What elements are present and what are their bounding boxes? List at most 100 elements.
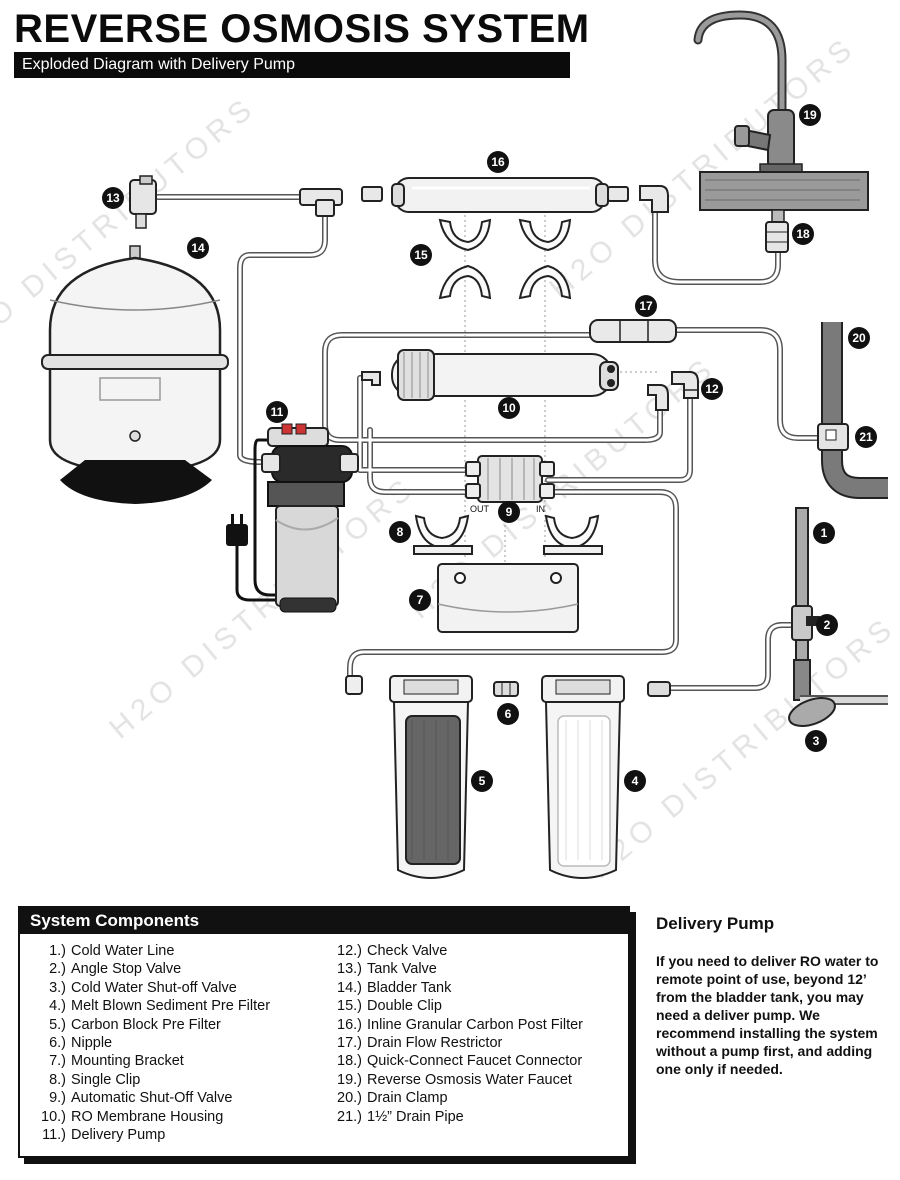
badge-12: 12 [701, 378, 723, 400]
legend-item: 11.) Delivery Pump [30, 1126, 326, 1144]
legend-item: 8.) Single Clip [30, 1071, 326, 1089]
svg-text:21: 21 [859, 430, 873, 444]
valve-in-label: IN [536, 504, 545, 514]
legend-item-number: 4.) [49, 998, 66, 1015]
svg-text:15: 15 [414, 248, 428, 262]
legend-item-number: 11.) [42, 1127, 66, 1144]
svg-text:7: 7 [417, 593, 424, 607]
cold-water-assembly [788, 507, 888, 727]
badge-11: 11 [266, 401, 288, 423]
badge-17: 17 [635, 295, 657, 317]
svg-text:11: 11 [271, 405, 284, 419]
tank-valve [129, 175, 157, 229]
badge-2: 2 [816, 614, 838, 636]
svg-text:3: 3 [813, 734, 820, 748]
legend-item-number: 3.) [49, 979, 66, 996]
mounting-bracket [437, 563, 579, 633]
legend-item-name: 1½” Drain Pipe [367, 1108, 464, 1125]
legend-item-number: 8.) [49, 1071, 66, 1088]
badge-13: 13 [102, 187, 124, 209]
svg-text:13: 13 [106, 191, 120, 205]
legend-item-name: Angle Stop Valve [71, 961, 182, 978]
legend-item-number: 5.) [49, 1016, 66, 1033]
svg-text:20: 20 [852, 331, 866, 345]
ro-faucet [693, 10, 869, 225]
legend-item-name: Bladder Tank [367, 979, 452, 996]
legend-item-name: Drain Clamp [367, 1090, 448, 1107]
legend-item-name: Carbon Block Pre Filter [71, 1016, 221, 1033]
legend-item-number: 10.) [41, 1108, 66, 1125]
check-valve [671, 371, 699, 399]
legend-item: 6.) Nipple [30, 1034, 326, 1052]
svg-text:9: 9 [506, 505, 513, 519]
legend-item-name: Cold Water Shut-off Valve [71, 979, 237, 996]
badge-8: 8 [389, 521, 411, 543]
page-title: REVERSE OSMOSIS SYSTEM [14, 7, 590, 51]
svg-text:1: 1 [821, 526, 828, 540]
legend-item-name: Nipple [71, 1035, 113, 1052]
system-components-legend: System Components 1.) Cold Water Line 2.) A… [18, 906, 630, 1158]
legend-item: 7.)Mounting Bracket [30, 1052, 326, 1070]
drain-flow-restrictor [589, 319, 677, 343]
legend-item-number: 13.) [337, 961, 362, 978]
tee-fitting [299, 185, 669, 217]
legend-item-name: Automatic Shut-Off Valve [71, 1090, 233, 1107]
faucet-connector [765, 221, 789, 253]
badge-20: 20 [848, 327, 870, 349]
tubing [155, 194, 825, 691]
legend-item-number: 6.) [49, 1035, 66, 1052]
svg-text:14: 14 [191, 241, 205, 255]
svg-text:16: 16 [491, 155, 505, 169]
side-note-title: Delivery Pump [656, 914, 775, 933]
carbon-block-prefilter [345, 675, 473, 879]
svg-text:10: 10 [502, 401, 516, 415]
single-clips [413, 514, 603, 555]
legend-item-name: RO Membrane Housing [71, 1108, 224, 1125]
legend-item-number: 20.) [337, 1090, 362, 1107]
legend-item-name: Mounting Bracket [71, 1053, 184, 1070]
ro-membrane-housing [361, 349, 669, 411]
legend-item: 21.) 1½” Drain Pipe [326, 1108, 622, 1126]
callout-badges: 1 2 3 4 5 6 7 8 9 10 11 12 13 14 15 16 1… [102, 104, 877, 792]
legend-item-name: Drain Flow Restrictor [367, 1035, 503, 1052]
badge-3: 3 [805, 730, 827, 752]
svg-text:8: 8 [397, 525, 404, 539]
badge-5: 5 [471, 770, 493, 792]
badge-16: 16 [487, 151, 509, 173]
legend-item-number: 21.) [337, 1108, 362, 1125]
legend-item: 13.)Tank Valve [326, 960, 622, 978]
legend-item: 15.)Double Clip [326, 997, 622, 1015]
legend-item-number: 18.) [337, 1053, 362, 1070]
legend-item-number: 17.) [337, 1035, 362, 1052]
legend-item: 17.) Drain Flow Restrictor [326, 1034, 622, 1052]
legend-item-number: 9.) [49, 1090, 66, 1107]
legend-item-number: 19.) [337, 1071, 362, 1088]
legend-item: 19.)Reverse Osmosis Water Faucet [326, 1071, 622, 1089]
legend-item-name: Cold Water Line [71, 943, 175, 959]
legend-heading: System Components [20, 908, 628, 934]
drain-pipe [817, 322, 888, 499]
legend-item: 3.) Cold Water Shut-off Valve [30, 979, 326, 997]
badge-4: 4 [624, 770, 646, 792]
nipple [493, 681, 671, 697]
badge-7: 7 [409, 589, 431, 611]
legend-item-name: Delivery Pump [71, 1127, 166, 1144]
svg-text:5: 5 [479, 774, 486, 788]
badge-6: 6 [497, 703, 519, 725]
legend-item-name: Single Clip [71, 1071, 141, 1088]
delivery-pump [226, 423, 359, 613]
legend-item-number: 12.) [337, 943, 362, 959]
side-note-text: If you need to deliver RO water to remot… [656, 953, 879, 1077]
legend-item: 14.)Bladder Tank [326, 979, 622, 997]
badge-15: 15 [410, 244, 432, 266]
auto-shutoff-valve: OUT IN [465, 455, 555, 514]
legend-item-number: 1.) [49, 943, 66, 959]
double-clips [438, 218, 572, 300]
legend-item-number: 16.) [337, 1016, 362, 1033]
svg-text:18: 18 [796, 227, 810, 241]
page-subtitle: Exploded Diagram with Delivery Pump [14, 52, 570, 78]
legend-item-number: 2.) [49, 961, 66, 978]
legend-item: 5.) Carbon Block Pre Filter [30, 1016, 326, 1034]
